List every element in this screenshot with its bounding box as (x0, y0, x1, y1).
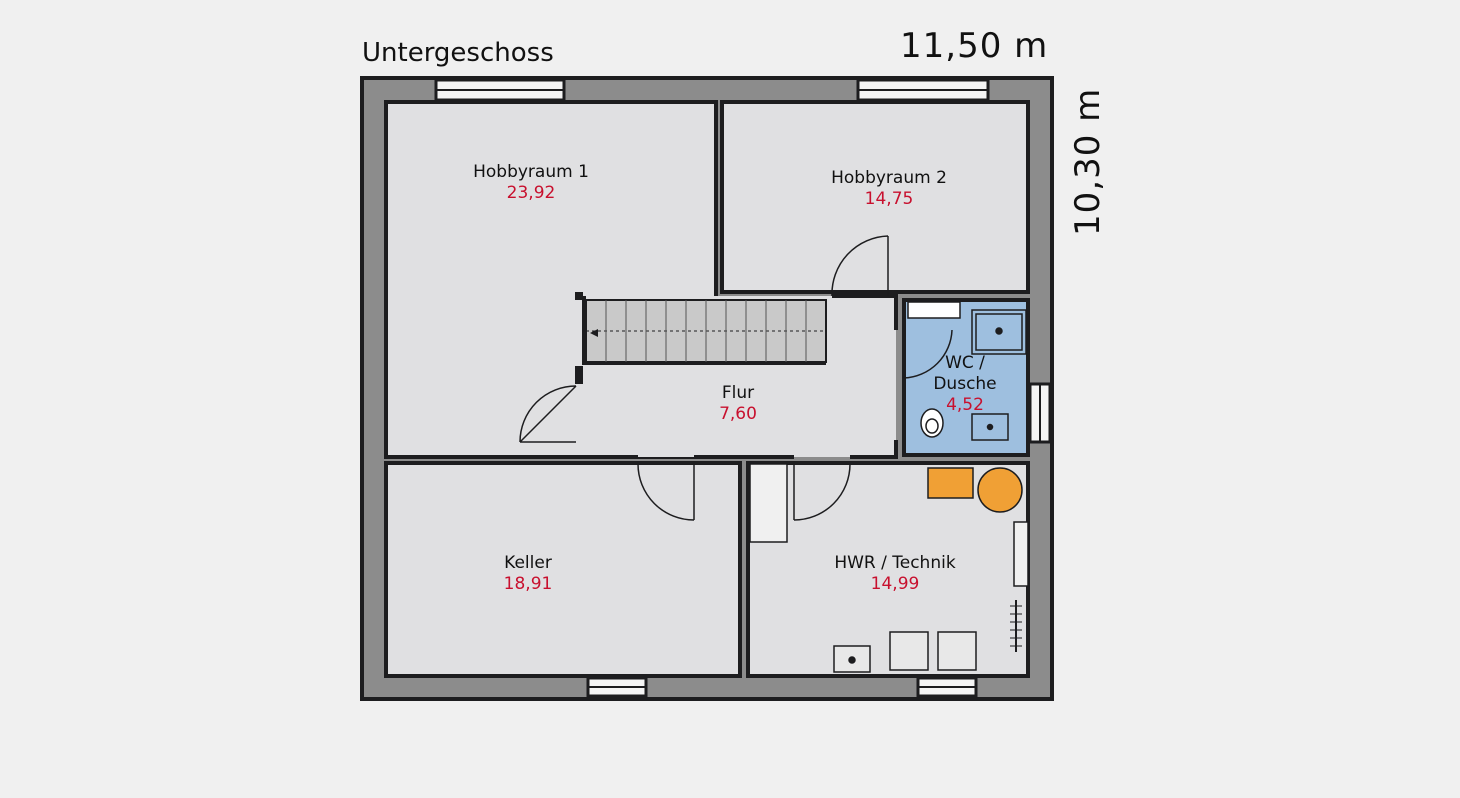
room-label-flur: Flur 7,60 (638, 383, 838, 425)
room-name: Flur (721, 383, 755, 403)
room-name: Keller (504, 553, 552, 573)
room-name-line2: Dusche (933, 374, 997, 394)
room-name-line1: WC / (945, 353, 985, 373)
room-area: 23,92 (506, 183, 556, 203)
depth-dimension: 10,30 m (1068, 87, 1108, 236)
staircase (575, 292, 827, 384)
room-label-wc-dusche: WC / Dusche 4,52 (865, 353, 1065, 416)
bath-fixtures (907, 301, 1027, 441)
floor-hobbyraum-2 (720, 100, 1030, 294)
flur-wall-bottom-3 (850, 440, 898, 459)
room-area: 14,99 (870, 574, 920, 594)
room-label-hobbyraum-2: Hobbyraum 2 14,75 (789, 168, 989, 210)
width-dimension: 11,50 m (900, 26, 1049, 66)
room-area: 7,60 (719, 404, 757, 424)
room-name: Hobbyraum 2 (831, 168, 947, 188)
room-label-hwr-technik: HWR / Technik 14,99 (795, 553, 995, 595)
flur-wall-right (832, 294, 898, 330)
hwr-fixtures (749, 463, 1029, 673)
room-name: HWR / Technik (834, 553, 956, 573)
doors (519, 235, 953, 521)
room-area: 14,75 (864, 189, 914, 209)
room-area: 4,52 (946, 395, 984, 415)
room-label-keller: Keller 18,91 (428, 553, 628, 595)
room-name: Hobbyraum 1 (473, 162, 589, 182)
plan-title: Untergeschoss (362, 38, 554, 68)
room-label-hobbyraum-1: Hobbyraum 1 23,92 (431, 162, 631, 204)
floor-keller (384, 461, 742, 678)
room-area: 18,91 (503, 574, 553, 594)
